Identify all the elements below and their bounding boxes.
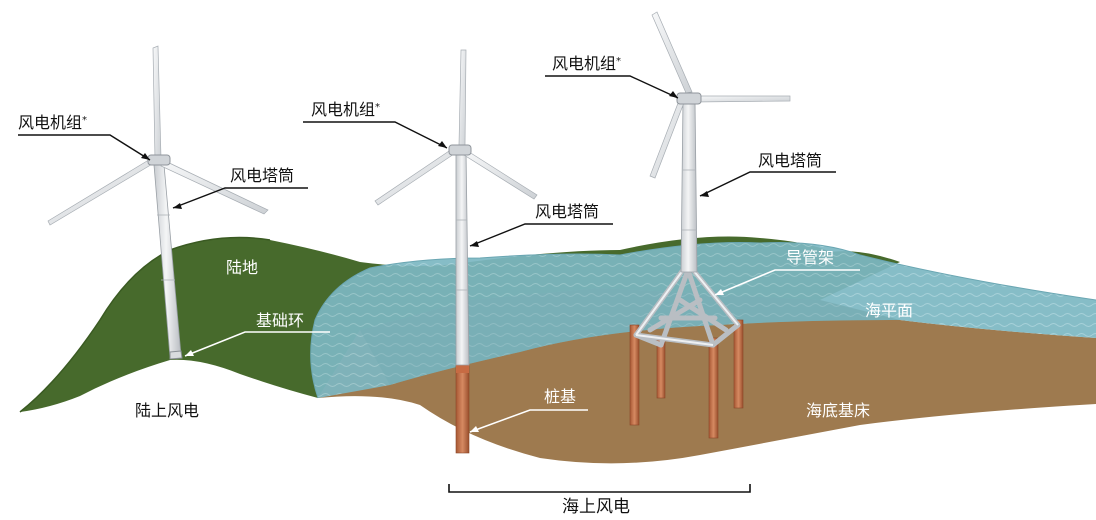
monopile-tower — [455, 149, 470, 366]
onshore-foundation-ring — [169, 350, 183, 360]
label-seabed: 海底基床 — [806, 401, 871, 420]
jacket-blade-up — [651, 11, 693, 94]
leader-line — [699, 171, 836, 197]
label-land: 陆地 — [226, 258, 259, 277]
jacket-pile — [708, 337, 719, 439]
jacket-nacelle — [676, 92, 702, 105]
label-turbine-jacket: 风电机组* — [552, 54, 622, 73]
leader-line — [303, 121, 448, 149]
offshore-monopile-turbine — [374, 49, 538, 454]
onshore-turbine — [47, 45, 269, 360]
monopile-nacelle — [448, 144, 472, 156]
leader-line — [545, 75, 679, 99]
leader-line — [469, 223, 613, 247]
label-turbine-onshore: 风电机组* — [18, 113, 88, 132]
jacket-tower — [680, 99, 698, 273]
label-turbine-monopile: 风电机组* — [311, 100, 381, 119]
offshore-jacket-turbine — [629, 11, 791, 439]
label-offshore-wind: 海上风电 — [562, 497, 630, 517]
monopile-blade-left — [374, 146, 458, 206]
label-jacket: 导管架 — [786, 248, 835, 267]
onshore-blade-left — [47, 157, 155, 226]
onshore-blade-up — [152, 45, 162, 161]
label-tower-monopile: 风电塔筒 — [535, 202, 600, 221]
jacket-pile — [733, 319, 744, 409]
label-sea-surface: 海平面 — [865, 301, 914, 320]
label-onshore-wind: 陆上风电 — [135, 401, 200, 420]
label-tower-onshore: 风电塔筒 — [230, 166, 295, 185]
label-foundation-ring: 基础环 — [256, 311, 305, 330]
monopile-pile — [455, 364, 470, 454]
jacket-pile — [656, 339, 666, 399]
label-pile: 桩基 — [544, 387, 577, 406]
jacket-pile — [629, 324, 640, 426]
leader-line — [172, 187, 308, 209]
label-tower-jacket: 风电塔筒 — [758, 151, 823, 170]
onshore-nacelle — [147, 154, 171, 166]
jacket-blade-right — [693, 95, 791, 103]
jacket-blade-left — [649, 97, 686, 179]
leader-line — [184, 331, 330, 357]
monopile-blade-up — [458, 49, 467, 146]
leader-line — [714, 269, 860, 296]
offshore-bracket — [448, 484, 751, 493]
leader-line — [469, 409, 588, 433]
leader-line — [18, 134, 151, 161]
monopile-blade-right — [463, 149, 538, 200]
